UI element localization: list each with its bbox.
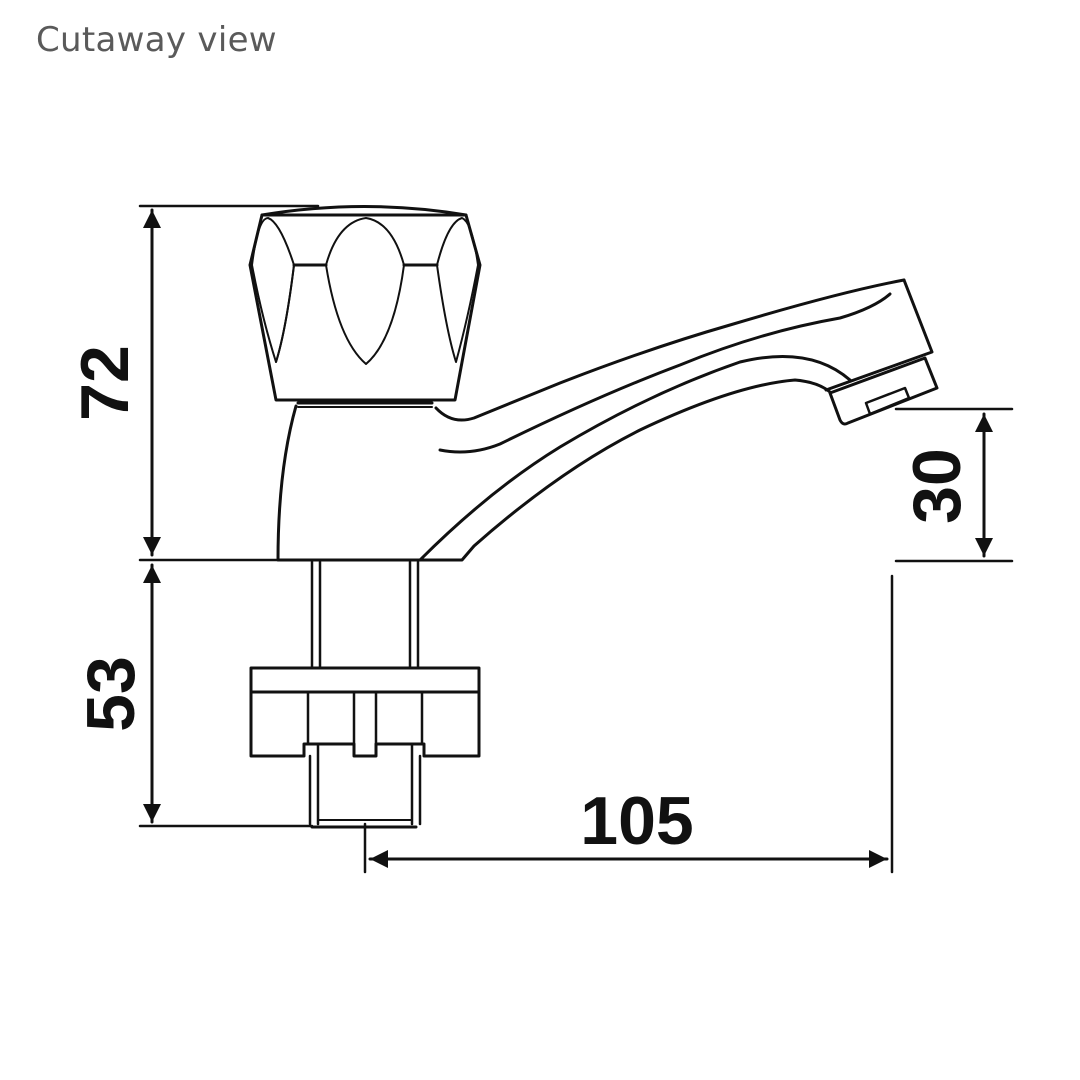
handle-body (248, 213, 482, 402)
faucet-body (276, 278, 934, 562)
spout-lower-edge (418, 355, 852, 562)
threaded-shank (249, 560, 481, 829)
lock-nut (249, 666, 481, 758)
handle-facet-right (436, 217, 479, 363)
aerator (828, 356, 939, 426)
page-title: Cutaway view (36, 20, 277, 60)
handle-facet-left (251, 217, 295, 363)
dim-label-72: 72 (67, 345, 143, 421)
dimension-53: 53 (73, 563, 314, 828)
handle-knob (248, 205, 482, 408)
nut-center-t (352, 690, 378, 746)
dimension-105: 105 (363, 574, 894, 874)
dim-label-105: 105 (580, 783, 693, 859)
spout-upper-edge (434, 278, 906, 422)
dimension-72: 72 (67, 204, 320, 562)
spout-tip (824, 278, 934, 392)
dimension-30: 30 (894, 407, 1014, 563)
spout-inner-curve (438, 292, 892, 454)
handle-top-cap (260, 205, 468, 217)
aerator-slot (864, 386, 911, 416)
dim-label-30: 30 (899, 448, 975, 524)
handle-facet-center (325, 217, 405, 365)
body-outline (276, 378, 832, 562)
dim-label-53: 53 (73, 656, 149, 732)
handle-facet-mid-left (275, 264, 295, 363)
